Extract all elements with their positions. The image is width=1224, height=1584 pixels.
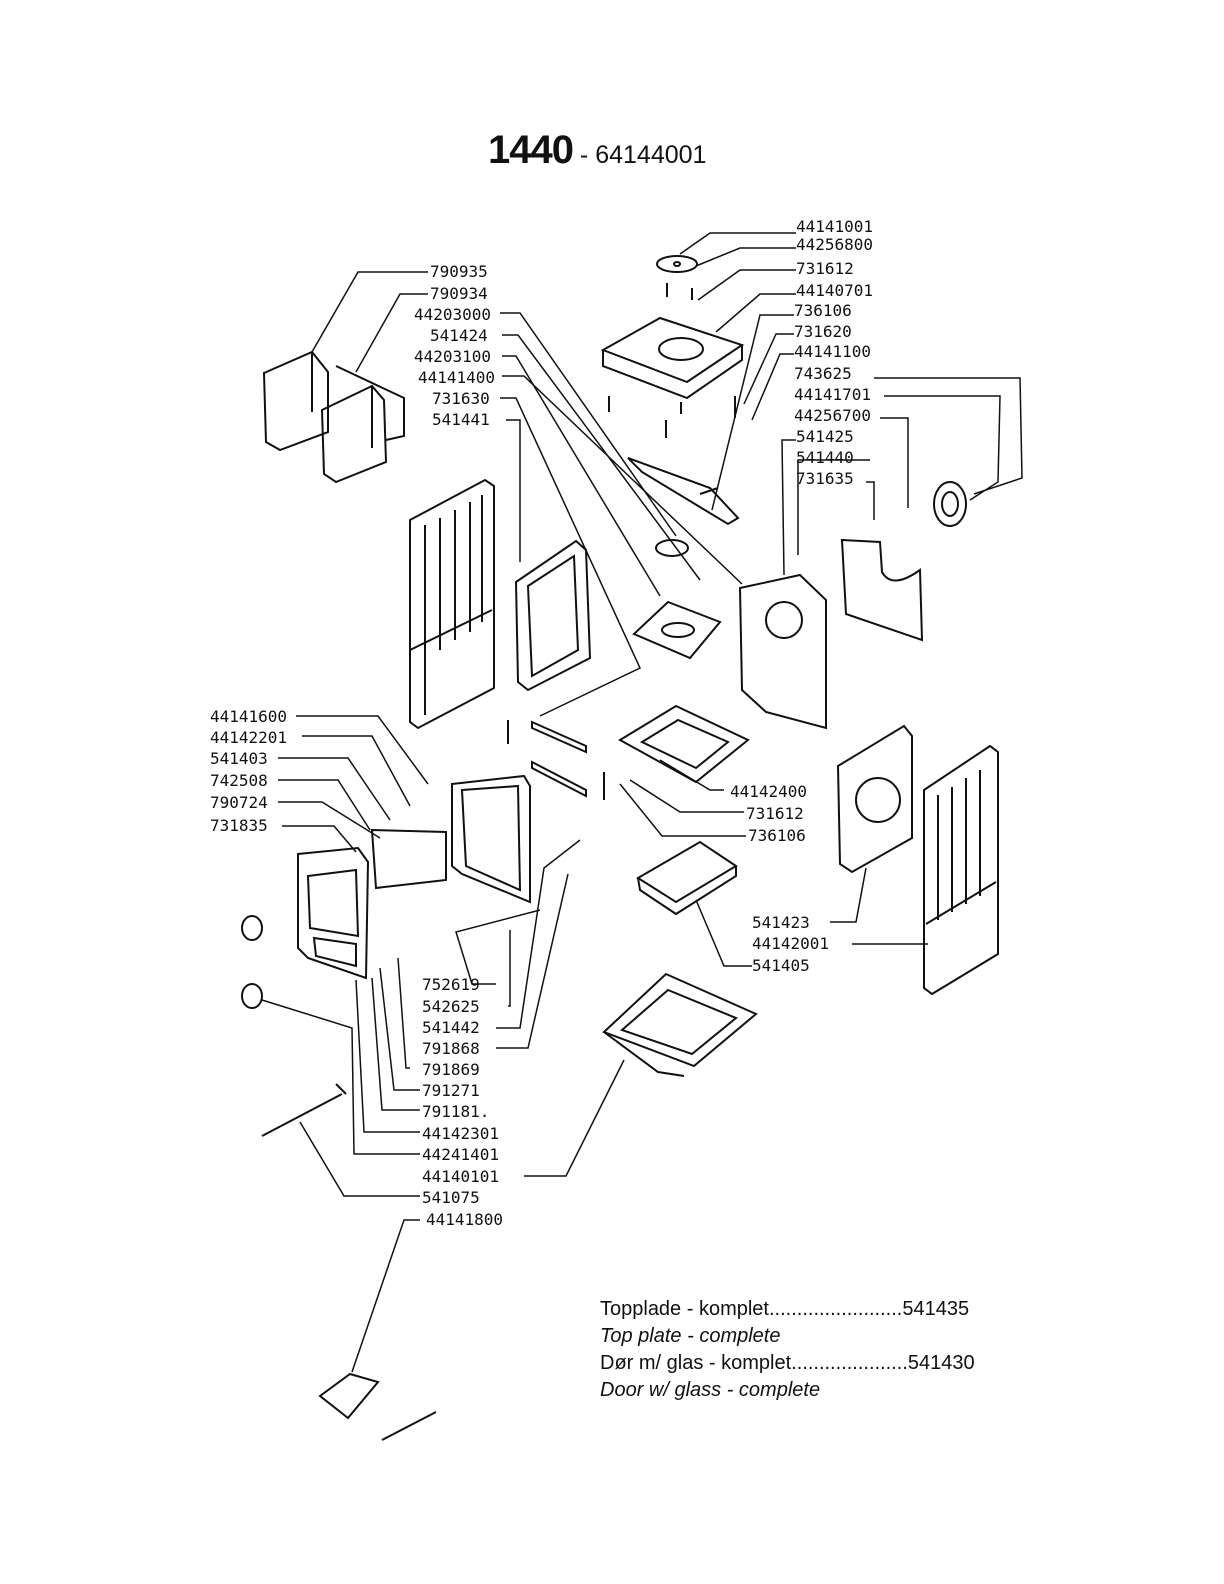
label-791181: 791181. [422, 1102, 489, 1121]
ash-frame [618, 704, 750, 784]
rear-heat-shield [840, 538, 924, 642]
side-panel-790935 [262, 350, 329, 452]
label-44141400: 44141400 [418, 368, 495, 387]
label-44203100: 44203100 [414, 347, 491, 366]
top-plate [600, 316, 745, 438]
label-542625: 542625 [422, 997, 480, 1016]
label-791869: 791869 [422, 1060, 480, 1079]
leader-lines [261, 232, 1023, 1373]
label-790724: 790724 [210, 793, 268, 812]
ribbed-side-panel-right [923, 744, 999, 996]
label-541405: 541405 [752, 956, 810, 975]
back-wall-plate [738, 573, 827, 730]
legend-translation-top-plate: Top plate - complete [600, 1325, 781, 1347]
label-44140101: 44140101 [422, 1167, 499, 1186]
ash-pan [636, 840, 738, 916]
label-731612-lower: 731612 [746, 804, 804, 823]
bottom-plate [602, 972, 758, 1077]
label-541441: 541441 [432, 410, 490, 429]
label-44142201: 44142201 [210, 728, 287, 747]
legend-row-door-glass: Dør m/ glas - komplet...................… [600, 1350, 1040, 1377]
label-44141001: 44141001 [796, 217, 873, 236]
label-791868: 791868 [422, 1039, 480, 1058]
label-541440: 541440 [796, 448, 854, 467]
diagram-title: 1440 - 64144001 [488, 128, 706, 173]
legend-item-text: Dør m/ glas - komplet [600, 1352, 792, 1374]
label-743625: 743625 [794, 364, 852, 383]
label-736106: 736106 [794, 301, 852, 320]
label-731835: 731835 [210, 816, 268, 835]
legend-row-top-plate: Topplade - komplet......................… [600, 1296, 1040, 1323]
handle-knob-upper [241, 915, 263, 941]
label-731612: 731612 [796, 259, 854, 278]
label-790934: 790934 [430, 284, 488, 303]
label-44203000: 44203000 [414, 305, 491, 324]
assembly-legend: Topplade - komplet......................… [600, 1296, 1040, 1404]
label-541423: 541423 [752, 913, 810, 932]
label-752619: 752619 [422, 975, 480, 994]
label-736106-lower: 736106 [748, 826, 806, 845]
legend-dots: ........................ [768, 1298, 903, 1320]
label-541403: 541403 [210, 749, 268, 768]
door-frame [451, 774, 531, 904]
inner-side-plate [514, 539, 592, 692]
legend-item-text: Topplade - komplet [600, 1298, 769, 1320]
label-44142301: 44142301 [422, 1124, 499, 1143]
label-44256700: 44256700 [794, 406, 871, 425]
separator: - [572, 141, 596, 169]
label-44141800: 44141800 [426, 1210, 503, 1229]
label-791271: 791271 [422, 1081, 480, 1100]
bar-rails [507, 720, 605, 800]
legend-translation-door-glass: Door w/ glass - complete [600, 1379, 821, 1401]
label-44141701: 44141701 [794, 385, 871, 404]
label-541442: 541442 [422, 1018, 480, 1037]
label-731635: 731635 [796, 469, 854, 488]
label-790935: 790935 [430, 262, 488, 281]
part-number-labels: 44141001 44256800 731612 44140701 736106… [210, 217, 873, 1229]
small-round-cover [655, 539, 689, 557]
label-541075: 541075 [422, 1188, 480, 1207]
label-541425: 541425 [796, 427, 854, 446]
label-44141600: 44141600 [210, 707, 287, 726]
label-742508: 742508 [210, 771, 268, 790]
article-number: 64144001 [595, 141, 707, 169]
flue-collar [933, 481, 967, 527]
ribbed-side-panel-left [409, 478, 495, 730]
legend-item-number: 541430 [907, 1352, 975, 1374]
side-panel-790934 [320, 365, 405, 484]
part-drawings [241, 255, 999, 1441]
model-number: 1440 [488, 128, 574, 172]
label-44142001: 44142001 [752, 934, 829, 953]
decorative-side-plate [836, 724, 913, 874]
baffle-plate [627, 457, 740, 526]
damper-disc [656, 255, 698, 300]
label-44241401: 44241401 [422, 1145, 499, 1164]
grate [632, 600, 722, 660]
label-731620: 731620 [794, 322, 852, 341]
label-541424: 541424 [430, 326, 488, 345]
label-44256800: 44256800 [796, 235, 873, 254]
label-731630: 731630 [432, 389, 490, 408]
legend-dots: ..................... [791, 1352, 908, 1374]
handle-knob-lower [241, 983, 263, 1009]
door-glass [370, 828, 447, 890]
tool-rod [261, 1083, 347, 1137]
small-plate [318, 1372, 437, 1441]
label-44141100: 44141100 [794, 342, 871, 361]
legend-item-number: 541435 [902, 1298, 970, 1320]
door [297, 846, 370, 980]
label-44140701: 44140701 [796, 281, 873, 300]
label-44142400: 44142400 [730, 782, 807, 801]
